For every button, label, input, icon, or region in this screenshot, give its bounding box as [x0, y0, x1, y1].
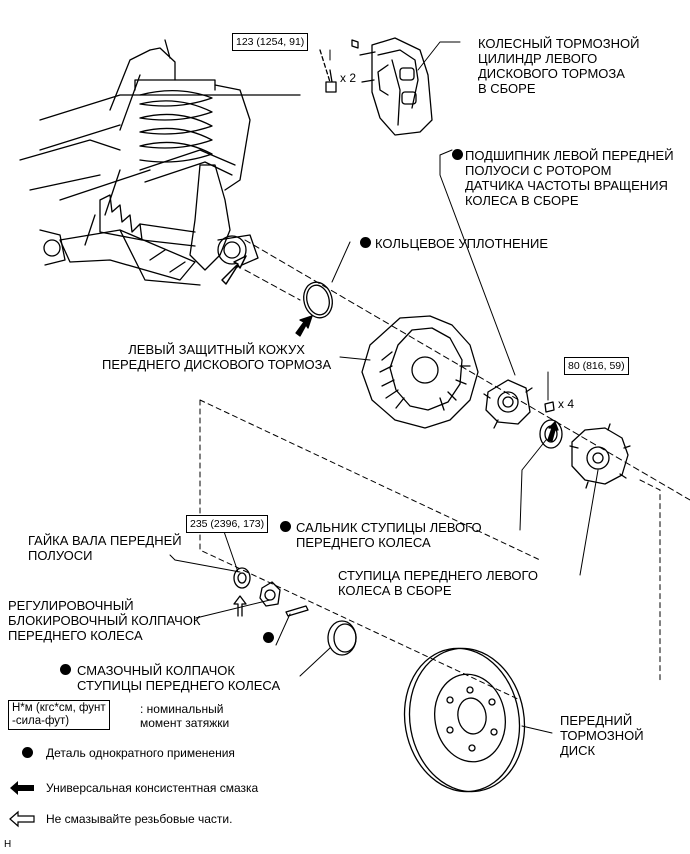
dust-cover-label: ЛЕВЫЙ ЗАЩИТНЫЙ КОЖУХ ПЕРЕДНЕГО ДИСКОВОГО…: [102, 342, 332, 372]
brake-disc-drawing: [403, 647, 526, 793]
caliper-drawing: [325, 37, 433, 136]
torque-unit-legend-box: Н*м (кгс*см, фунт -сила-фут): [8, 700, 110, 730]
lock-cap-label: РЕГУЛИРОВОЧНЫЙ БЛОКИРОВОЧНЫЙ КОЛПАЧОК ПЕ…: [8, 598, 201, 643]
bearing-label: ПОДШИПНИК ЛЕВОЙ ПЕРЕДНЕЙ ПОЛУОСИ С РОТОР…: [465, 148, 674, 208]
oring-non-reusable-dot: [360, 237, 371, 248]
axle-nut-label: ГАЙКА ВАЛА ПЕРЕДНЕЙ ПОЛУОСИ: [28, 533, 182, 563]
non-reusable-legend-text: Деталь однократного применения: [46, 746, 235, 760]
hub-label: СТУПИЦА ПЕРЕДНЕГО ЛЕВОГО КОЛЕСА В СБОРЕ: [338, 568, 538, 598]
no-grease-arrow-icon: [9, 810, 35, 828]
caliper-torque-box: 123 (1254, 91): [232, 33, 309, 51]
footer-code: H: [4, 839, 12, 850]
torque-unit-legend-text: : номинальный момент затяжки: [140, 702, 230, 730]
hub-seal-label: САЛЬНИК СТУПИЦЫ ЛЕВОГО ПЕРЕДНЕГО КОЛЕСА: [296, 520, 482, 550]
axle-nut-torque-box: 235 (2396, 173): [186, 515, 269, 533]
caliper-bolt-quantity: x 2: [340, 71, 357, 85]
dust-cover-drawing: [361, 315, 479, 429]
hub-seal-non-reusable-dot: [280, 521, 291, 532]
no-grease-legend-text: Не смазывайте резьбовые части.: [46, 812, 233, 826]
grease-legend-text: Универсальная консистентная смазка: [46, 781, 259, 795]
hub-bolt-torque-box: 80 (816, 59): [564, 357, 629, 375]
hub-drawing: [569, 423, 631, 489]
grease-arrow-icon: [10, 781, 34, 795]
caliper-label: КОЛЕСНЫЙ ТОРМОЗНОЙ ЦИЛИНДР ЛЕВОГО ДИСКОВ…: [478, 36, 640, 96]
oring-label: КОЛЬЦЕВОЕ УПЛОТНЕНИЕ: [375, 236, 549, 251]
brake-disc-label: ПЕРЕДНИЙ ТОРМОЗНОЙ ДИСК: [560, 713, 644, 758]
grease-cap-label: СМАЗОЧНЫЙ КОЛПАЧОК СТУПИЦЫ ПЕРЕДНЕГО КОЛ…: [77, 663, 281, 693]
hub-bolt-quantity: x 4: [558, 397, 575, 411]
grease-cap-non-reusable-dot: [60, 664, 71, 675]
bearing-drawing: [483, 379, 533, 429]
bearing-non-reusable-dot: [452, 149, 463, 160]
non-reusable-legend-dot: [22, 747, 33, 758]
suspension-assembly: [19, 39, 301, 286]
pin-non-reusable-dot: [263, 632, 274, 643]
